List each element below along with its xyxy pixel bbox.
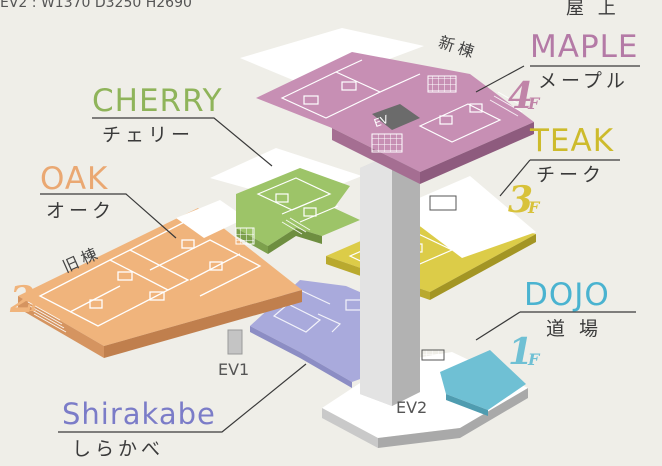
- dojo-room: [440, 350, 526, 416]
- room-kana-maple: メープル: [538, 70, 629, 92]
- rooftop-label: 屋 上: [566, 0, 620, 19]
- floor-1f-unit: F: [528, 350, 540, 369]
- maple-slab: [240, 28, 534, 184]
- floor-4f-unit: F: [528, 94, 540, 113]
- elevator-shaft: [360, 154, 420, 406]
- room-name-maple: MAPLE: [530, 29, 639, 65]
- room-kana-oak: オーク: [46, 200, 116, 222]
- floor-2f-number: 2: [10, 279, 36, 321]
- room-kana-dojo: 道 場: [546, 318, 603, 340]
- room-name-dojo: DOJO: [524, 277, 610, 313]
- room-kana-shirakabe: しらかべ: [72, 438, 165, 460]
- floor-3f-unit: F: [528, 198, 540, 217]
- floor-1f-number: 1: [508, 331, 534, 373]
- ev1-label: EV1: [218, 360, 250, 379]
- floor-3f-number: 3: [508, 179, 534, 221]
- oak-slab: [18, 200, 302, 358]
- ev1-pillar: [227, 329, 243, 355]
- room-name-teak: TEAK: [530, 123, 615, 159]
- room-name-oak: OAK: [40, 161, 109, 197]
- room-kana-teak: チーク: [536, 164, 606, 186]
- room-kana-cherry: チェリー: [102, 124, 195, 146]
- ev2-spec: EV2 : W1370 D3250 H2690: [0, 0, 192, 11]
- room-name-cherry: CHERRY: [92, 83, 223, 119]
- ev2-label: EV2: [396, 398, 428, 417]
- cherry-slab: [210, 148, 362, 254]
- room-name-shirakabe: Shirakabe: [62, 397, 216, 431]
- floor-2f-unit: F: [30, 296, 42, 315]
- teak-slab: [326, 176, 536, 300]
- dojo-stairs: [421, 349, 445, 361]
- floor-4f-number: 4: [508, 75, 534, 117]
- leader-lines: [40, 65, 640, 433]
